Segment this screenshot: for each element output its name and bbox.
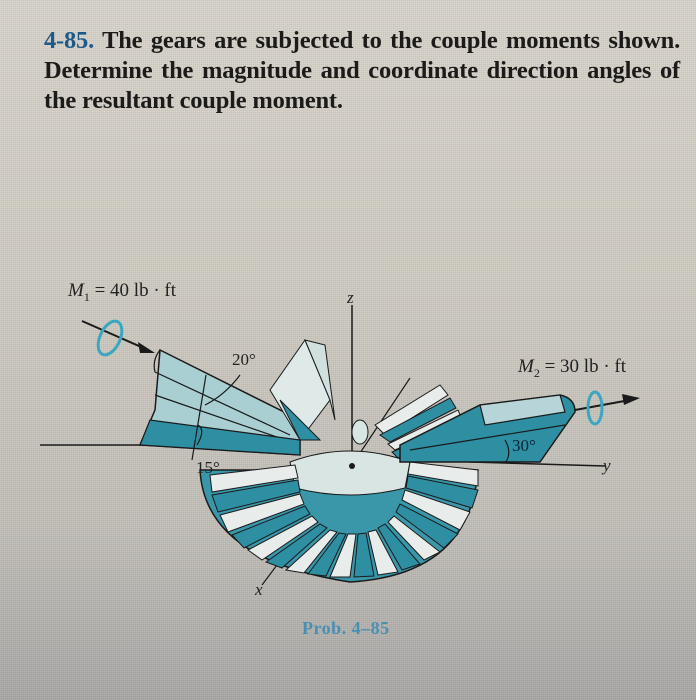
gear-diagram <box>40 305 640 586</box>
angle-30-label: 30° <box>512 436 536 455</box>
m2-arrowhead <box>622 394 640 405</box>
x-axis-label: x <box>255 580 263 599</box>
problem-statement: 4-85. The gears are subjected to the cou… <box>44 26 680 116</box>
m2-label: M2 = 30 lb · ft <box>518 356 627 380</box>
angle-15-label: 15° <box>196 458 220 477</box>
figure-caption: Prob. 4–85 <box>302 618 390 638</box>
m1-curl-icon <box>96 319 124 357</box>
z-axis-label: z <box>347 288 354 307</box>
m2-curl-icon <box>586 390 604 426</box>
m1-label: M1 = 40 lb · ft <box>68 280 177 304</box>
left-pinion-teeth <box>269 338 336 441</box>
gear-teeth <box>209 461 479 578</box>
problem-text: The gears are subjected to the couple mo… <box>44 27 681 114</box>
angle-20-label: 20° <box>232 350 256 369</box>
m1-arrowhead <box>138 342 155 353</box>
gear-figure: M1 = 40 lb · ft M2 = 30 lb · ft 20° 15° … <box>0 260 696 600</box>
m1-arrow-line <box>81 320 149 351</box>
problem-number: 4-85. <box>44 27 95 54</box>
y-axis-label: y <box>603 456 611 475</box>
